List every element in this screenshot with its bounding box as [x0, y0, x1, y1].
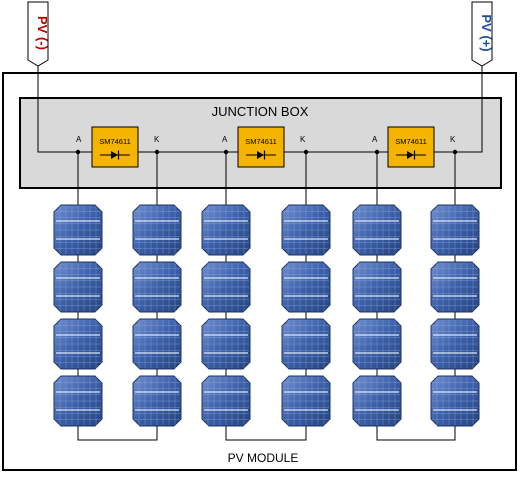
- solar-cell: [352, 375, 402, 427]
- solar-cell: [53, 204, 103, 256]
- solar-cell: [281, 261, 331, 313]
- diode-symbol: [111, 151, 118, 159]
- solar-cells: [53, 204, 480, 427]
- solar-cell: [132, 204, 182, 256]
- bypass-diodes: SM74611 A K SM74611 A K SM74611 A K: [76, 126, 456, 168]
- terminal-positive: PV (+): [471, 1, 494, 67]
- terminal-negative: PV (-): [27, 1, 50, 67]
- bypass-diode: SM74611: [387, 126, 435, 168]
- wire-string-loop: [77, 426, 158, 441]
- solar-cell: [281, 318, 331, 370]
- cathode-label: K: [154, 135, 160, 144]
- solar-cell: [132, 261, 182, 313]
- solar-cell: [281, 375, 331, 427]
- anode-label: A: [222, 135, 228, 144]
- solar-cell: [132, 375, 182, 427]
- solar-cell: [352, 318, 402, 370]
- solar-cell: [430, 204, 480, 256]
- terminal-negative-label: PV (-): [35, 16, 50, 50]
- solar-cell: [53, 375, 103, 427]
- solar-cell: [430, 261, 480, 313]
- solar-cell: [201, 261, 251, 313]
- bypass-diode: SM74611: [91, 126, 139, 168]
- bypass-diode: SM74611: [237, 126, 285, 168]
- wire-positive-lead: [455, 66, 483, 153]
- cathode-label: K: [300, 135, 306, 144]
- solar-cell: [201, 204, 251, 256]
- anode-label: A: [76, 135, 82, 144]
- solar-cell: [53, 318, 103, 370]
- solar-cell: [430, 375, 480, 427]
- solar-cell: [201, 375, 251, 427]
- solar-cell: [201, 318, 251, 370]
- bus-node-dot: [223, 149, 229, 155]
- solar-cell: [281, 204, 331, 256]
- diode-part-number: SM74611: [99, 137, 131, 146]
- solar-cell: [53, 261, 103, 313]
- solar-cell: [352, 261, 402, 313]
- diode-symbol: [407, 151, 414, 159]
- junction-box-title: JUNCTION BOX: [212, 104, 309, 119]
- solar-cell: [430, 318, 480, 370]
- diode-symbol: [257, 151, 264, 159]
- wire-string-loop: [376, 426, 456, 441]
- bus-node-dot: [374, 149, 380, 155]
- terminal-positive-label: PV (+): [479, 14, 494, 51]
- pv-module-label: PV MODULE: [228, 451, 299, 465]
- bus-node-dot: [154, 149, 160, 155]
- bus-node-dot: [303, 149, 309, 155]
- bus-node-dot: [75, 149, 81, 155]
- anode-label: A: [372, 135, 378, 144]
- wire-string-loop: [225, 426, 307, 441]
- diode-part-number: SM74611: [245, 137, 277, 146]
- solar-cell: [132, 318, 182, 370]
- cathode-label: K: [450, 135, 456, 144]
- bus-node-dot: [452, 149, 458, 155]
- solar-cell: [352, 204, 402, 256]
- wire-negative-lead: [37, 66, 78, 153]
- diode-part-number: SM74611: [395, 137, 427, 146]
